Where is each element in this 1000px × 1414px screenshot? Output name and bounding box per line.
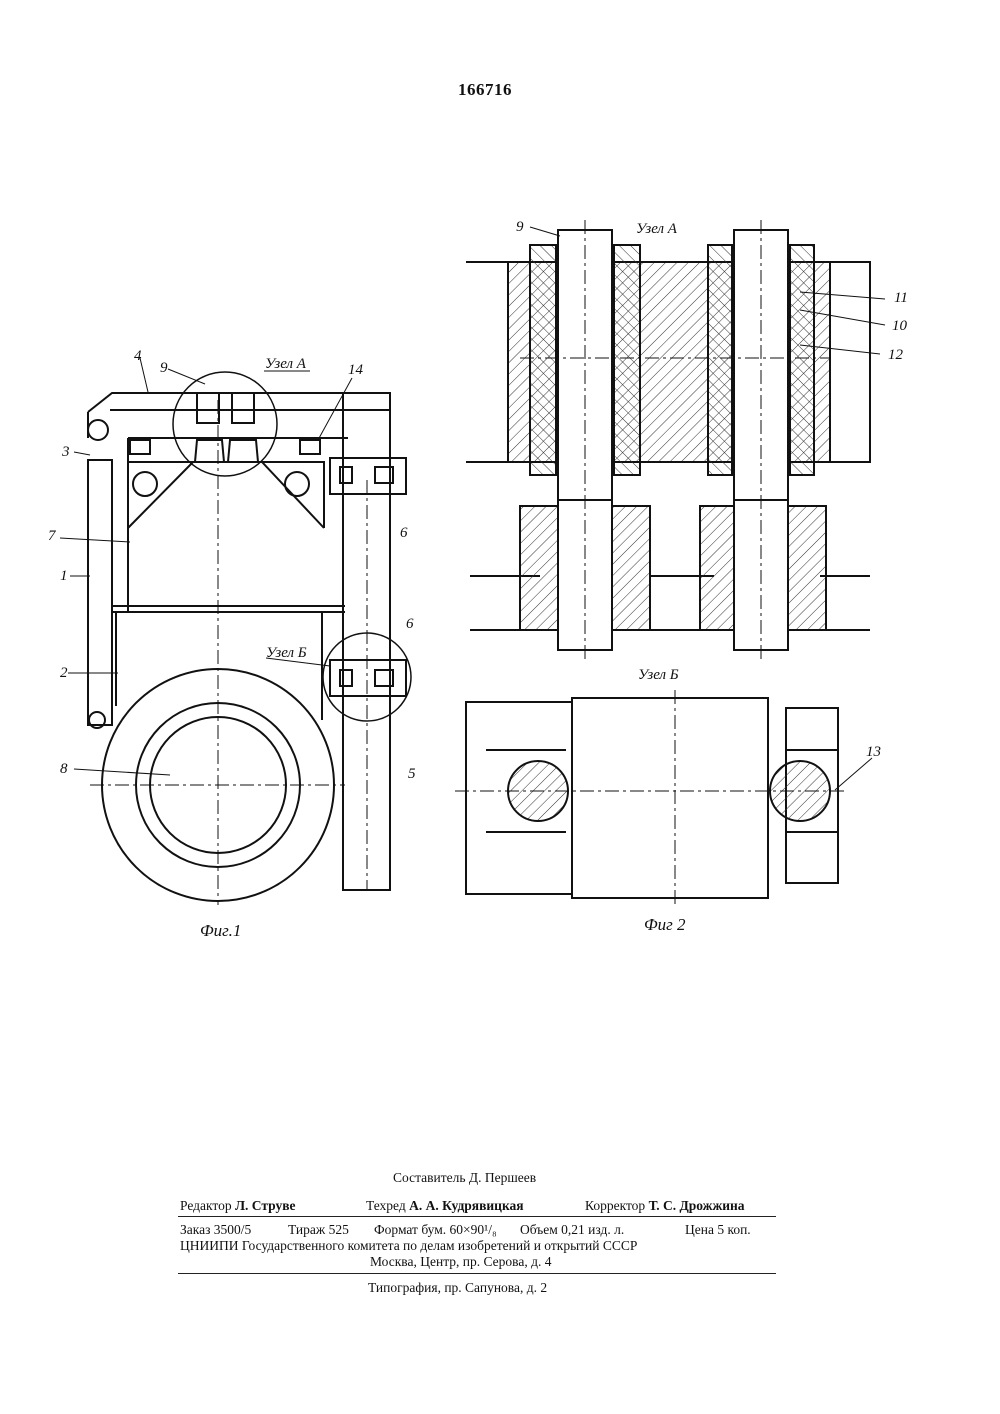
techred-label: Техред bbox=[366, 1198, 406, 1213]
fig2-node-a-label: Узел А bbox=[636, 221, 678, 237]
corrector-name: Т. С. Дрожжина bbox=[649, 1198, 745, 1213]
imprint-rule-top bbox=[178, 1216, 776, 1217]
fig2-ref-10: 10 bbox=[892, 318, 908, 334]
imprint-editor: Редактор Л. Струве bbox=[180, 1198, 296, 1214]
fig2-caption: Фиг 2 bbox=[644, 915, 686, 934]
imprint-techred: Техред А. А. Кудрявицкая bbox=[366, 1198, 524, 1214]
imprint-run: Тираж 525 bbox=[288, 1222, 349, 1238]
fig2-ref-11: 11 bbox=[894, 290, 908, 306]
editor-label: Редактор bbox=[180, 1198, 232, 1213]
corrector-label: Корректор bbox=[585, 1198, 645, 1213]
fig2-ref-13: 13 bbox=[866, 744, 881, 760]
imprint-printer: Типография, пр. Сапунова, д. 2 bbox=[368, 1280, 547, 1296]
imprint-org-line2: Москва, Центр, пр. Серова, д. 4 bbox=[370, 1254, 551, 1270]
imprint-price: Цена 5 коп. bbox=[685, 1222, 751, 1238]
fig2-ref-12: 12 bbox=[888, 347, 904, 363]
imprint-org-line1: ЦНИИПИ Государственного комитета по дела… bbox=[180, 1238, 637, 1254]
imprint-corrector: Корректор Т. С. Дрожжина bbox=[585, 1198, 745, 1214]
editor-name: Л. Струве bbox=[235, 1198, 296, 1213]
techred-name: А. А. Кудрявицкая bbox=[409, 1198, 523, 1213]
imprint-compiler: Составитель Д. Першеев bbox=[393, 1170, 536, 1186]
imprint-format: Формат бум. 60×90¹/₈ bbox=[374, 1222, 497, 1238]
imprint-volume: Объем 0,21 изд. л. bbox=[520, 1222, 624, 1238]
fig2-ref-9: 9 bbox=[516, 219, 524, 235]
imprint-order: Заказ 3500/5 bbox=[180, 1222, 251, 1238]
imprint-rule-bottom bbox=[178, 1273, 776, 1274]
fig2-node-b-label: Узел Б bbox=[638, 667, 679, 683]
